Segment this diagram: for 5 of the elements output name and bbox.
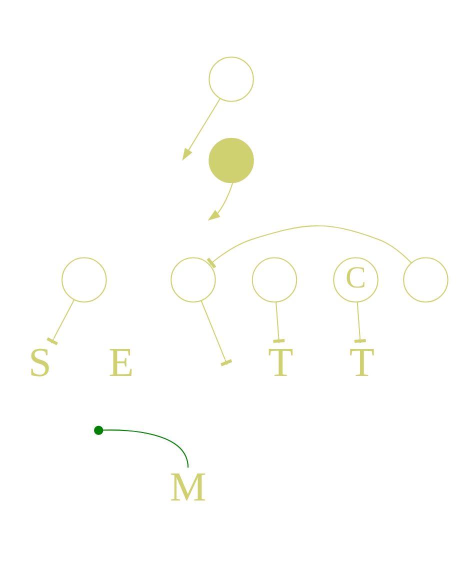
label: E: [108, 339, 134, 386]
node-text: S: [28, 339, 52, 386]
node-text: T: [268, 339, 294, 386]
node-text: T: [349, 339, 375, 386]
node-text: M: [170, 464, 206, 510]
